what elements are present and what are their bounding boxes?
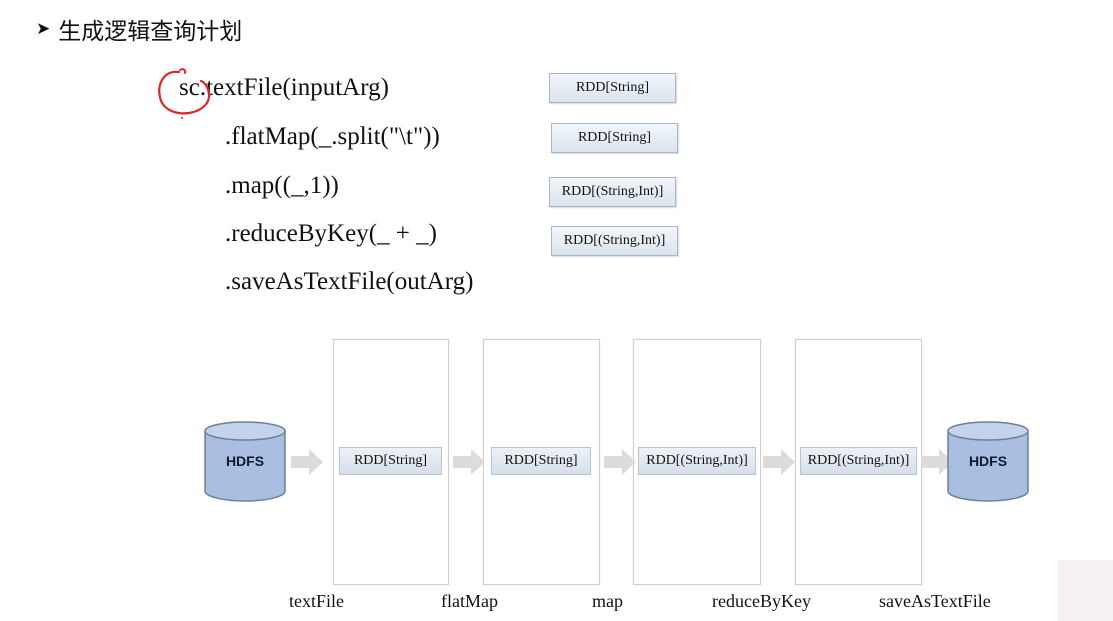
code-line-map: .map((_,1)) — [225, 172, 339, 199]
code-line-textfile: sc.textFile(inputArg) — [179, 74, 389, 101]
type-box-textfile: RDD[String] — [549, 73, 676, 103]
hdfs-source-cylinder: HDFS — [204, 421, 286, 503]
stage-label-saveastextfile: saveAsTextFile — [879, 591, 991, 611]
flow-arrow-icon — [604, 449, 636, 475]
hdfs-sink-label: HDFS — [968, 453, 1008, 469]
rdd-box-map: RDD[(String,Int)] — [638, 447, 756, 475]
rdd-box-flatmap: RDD[String] — [491, 447, 591, 475]
code-line-saveastextfile: .saveAsTextFile(outArg) — [225, 268, 474, 295]
type-box-reducebykey: RDD[(String,Int)] — [551, 226, 678, 256]
database-icon — [204, 421, 286, 502]
code-line-flatmap: .flatMap(_.split("\t")) — [225, 123, 440, 150]
database-icon — [947, 421, 1029, 502]
stage-label-flatmap: flatMap — [441, 591, 498, 611]
flow-arrow-icon — [921, 449, 953, 475]
stage-label-textfile: textFile — [289, 591, 344, 611]
flow-arrow-icon — [291, 449, 323, 475]
hdfs-sink-cylinder: HDFS — [947, 421, 1029, 503]
flow-arrow-icon — [763, 449, 795, 475]
stage-label-map: map — [592, 591, 623, 611]
corner-decoration — [1058, 560, 1113, 621]
slide-heading: ➤ 生成逻辑查询计划 — [36, 12, 242, 46]
type-box-map: RDD[(String,Int)] — [549, 177, 676, 207]
rdd-box-reducebykey: RDD[(String,Int)] — [800, 447, 917, 475]
hdfs-source-label: HDFS — [225, 453, 265, 469]
code-line-reducebykey: .reduceByKey(_ + _) — [225, 220, 437, 247]
type-box-flatmap: RDD[String] — [551, 123, 678, 153]
rdd-box-textfile: RDD[String] — [339, 447, 442, 475]
stage-label-reducebykey: reduceByKey — [712, 591, 811, 611]
slide-title: 生成逻辑查询计划 — [58, 19, 243, 45]
flow-arrow-icon — [453, 449, 485, 475]
arrow-bullet-icon: ➤ — [36, 19, 51, 39]
annotation-circle-icon — [158, 68, 211, 119]
